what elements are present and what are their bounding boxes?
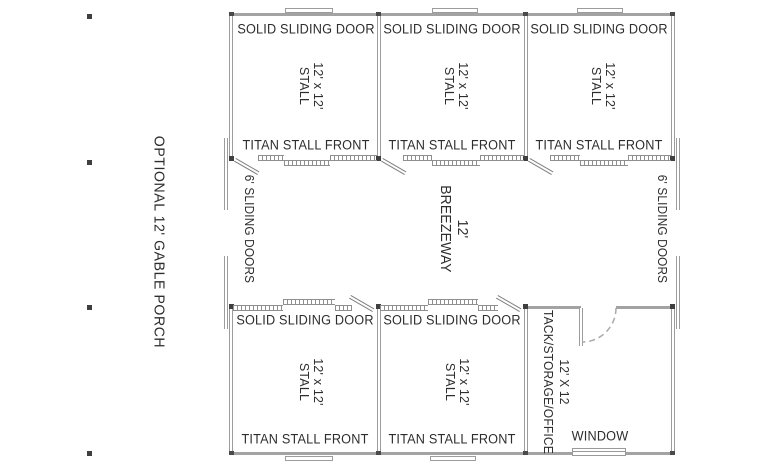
stall-front-grill: [330, 155, 377, 161]
porch-post-icon: [87, 305, 92, 310]
stall-front-post: [670, 304, 675, 309]
porch-post-icon: [87, 14, 92, 19]
sliding-door-track-icon: [430, 456, 476, 461]
stall-front-door-grill: [428, 299, 478, 305]
stall-front-grill: [258, 155, 284, 161]
right-sliding-doors-label: 6' SLIDING DOORS: [655, 174, 669, 284]
sliding-door-track-icon: [432, 8, 478, 13]
top-stall-3-door-label: SOLID SLIDING DOOR: [530, 21, 668, 37]
stall-front-grill: [380, 305, 428, 311]
top-stall-1-door-label: SOLID SLIDING DOOR: [237, 21, 375, 37]
wall-cap: [229, 451, 234, 455]
breezeway-door-panel-icon: [224, 256, 228, 329]
tack-room-front-wall: [527, 306, 581, 309]
top-stall-2-front-label: TITAN STALL FRONT: [388, 137, 516, 153]
top-stall-2-door-label: SOLID SLIDING DOOR: [383, 21, 521, 37]
bottom-stall-1-front-label: TITAN STALL FRONT: [241, 431, 369, 447]
bottom-exterior-wall: [229, 452, 675, 455]
wall-cap: [670, 451, 675, 455]
stall-front-post: [523, 156, 528, 161]
wall-cap: [523, 451, 528, 455]
sliding-door-track-icon: [285, 456, 333, 461]
tack-room-left-wall: [524, 308, 528, 455]
stall-door-leaf-icon: [234, 158, 260, 175]
wall-cap: [523, 12, 528, 16]
breezeway-door-panel-icon: [676, 138, 680, 210]
wall-cap: [229, 12, 234, 16]
left-sliding-doors-label: 6' SLIDING DOORS: [242, 174, 256, 284]
stall-door-leaf-icon: [496, 295, 522, 312]
tack-room-front-wall: [616, 306, 675, 309]
stall-front-door-grill: [580, 160, 628, 166]
stall-front-grill: [550, 155, 580, 161]
wall-cap: [376, 451, 381, 455]
left-exterior-wall-upper: [229, 13, 233, 161]
stall-front-post: [229, 304, 234, 309]
breezeway-door-panel-icon: [676, 256, 680, 329]
stall-front-door-grill: [283, 299, 335, 305]
stall-front-post: [670, 156, 675, 161]
top-stall-divider-wall: [377, 13, 381, 159]
porch-post-icon: [87, 160, 92, 165]
tack-room-door-leaf: [579, 308, 583, 346]
top-stall-3-front-label: TITAN STALL FRONT: [535, 137, 663, 153]
window-icon: [572, 448, 626, 456]
breezeway-label: 12' BREEZEWAY: [437, 185, 470, 273]
top-exterior-wall: [229, 13, 675, 16]
wall-cap: [670, 12, 675, 16]
stall-front-grill: [480, 155, 524, 161]
stall-door-leaf-icon: [349, 295, 375, 312]
stall-front-post: [376, 304, 381, 309]
stall-front-post: [229, 156, 234, 161]
tack-room-label: 12' X 12 TACK/STORAGE/OFFICE: [541, 310, 571, 454]
window-label: WINDOW: [571, 428, 629, 444]
porch-label: OPTIONAL 12' GABLE PORCH: [150, 135, 168, 349]
stall-front-door-grill: [432, 160, 480, 166]
porch-post-icon: [87, 451, 92, 456]
stall-front-door-grill: [284, 160, 330, 166]
breezeway-door-panel-icon: [224, 138, 228, 210]
top-stall-2-size-label: 12' x 12' STALL: [442, 62, 471, 110]
right-exterior-wall-upper: [671, 13, 675, 161]
top-stall-1-front-label: TITAN STALL FRONT: [242, 137, 370, 153]
right-exterior-wall-lower: [671, 305, 675, 455]
wall-cap: [376, 12, 381, 16]
bottom-stall-2-door-label: SOLID SLIDING DOOR: [383, 312, 521, 328]
top-stall-3-size-label: 12' x 12' STALL: [589, 62, 618, 110]
top-stall-divider-wall: [524, 13, 528, 159]
stall-front-grill: [478, 305, 498, 311]
bottom-stall-divider-wall: [377, 308, 381, 455]
stall-front-grill: [335, 305, 352, 311]
stall-front-post: [523, 304, 528, 309]
left-exterior-wall-lower: [229, 305, 233, 455]
bottom-stall-1-door-label: SOLID SLIDING DOOR: [236, 312, 374, 328]
bottom-stall-1-size-label: 12' x 12' STALL: [297, 358, 326, 406]
bottom-stall-2-size-label: 12' x 12' STALL: [443, 358, 472, 406]
stall-front-grill: [403, 155, 432, 161]
stall-front-grill: [233, 305, 283, 311]
stall-front-post: [376, 156, 381, 161]
stall-front-grill: [628, 155, 671, 161]
top-stall-1-size-label: 12' x 12' STALL: [297, 62, 326, 110]
sliding-door-track-icon: [285, 8, 333, 13]
sliding-door-track-icon: [577, 8, 623, 13]
bottom-stall-2-front-label: TITAN STALL FRONT: [388, 431, 516, 447]
